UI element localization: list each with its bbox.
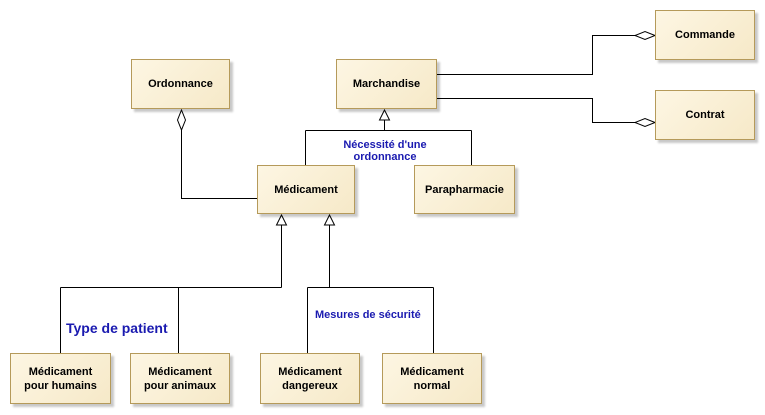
class-medicament-pour-humains[interactable]: Médicament pour humains [10, 353, 111, 404]
generalization-arrow-marchandise [378, 108, 391, 121]
aggregation-diamond-contrat [633, 117, 657, 128]
aggregation-marchandise-commande [437, 35, 635, 75]
class-parapharmacie[interactable]: Parapharmacie [414, 165, 515, 214]
discriminator-type-de-patient: Type de patient [66, 320, 168, 336]
class-ordonnance[interactable]: Ordonnance [131, 59, 230, 109]
generalization-arrow-securite [323, 213, 336, 226]
class-medicament-pour-animaux[interactable]: Médicament pour animaux [130, 353, 230, 404]
aggregation-ordonnance-medicament [181, 130, 257, 199]
generalization-arrow-patient [275, 213, 288, 226]
aggregation-diamond-commande [633, 30, 657, 41]
aggregation-marchandise-contrat [437, 98, 635, 123]
class-commande[interactable]: Commande [655, 10, 755, 60]
aggregation-diamond-ordonnance [176, 108, 187, 132]
class-medicament-dangereux[interactable]: Médicament dangereux [260, 353, 360, 404]
class-medicament[interactable]: Médicament [257, 165, 355, 214]
discriminator-necessite-ordonnance: Nécessité d'une ordonnance [343, 139, 427, 163]
class-marchandise[interactable]: Marchandise [336, 59, 437, 109]
discriminator-mesures-de-securite: Mesures de sécurité [315, 309, 421, 321]
class-contrat[interactable]: Contrat [655, 90, 755, 140]
class-medicament-normal[interactable]: Médicament normal [382, 353, 482, 404]
